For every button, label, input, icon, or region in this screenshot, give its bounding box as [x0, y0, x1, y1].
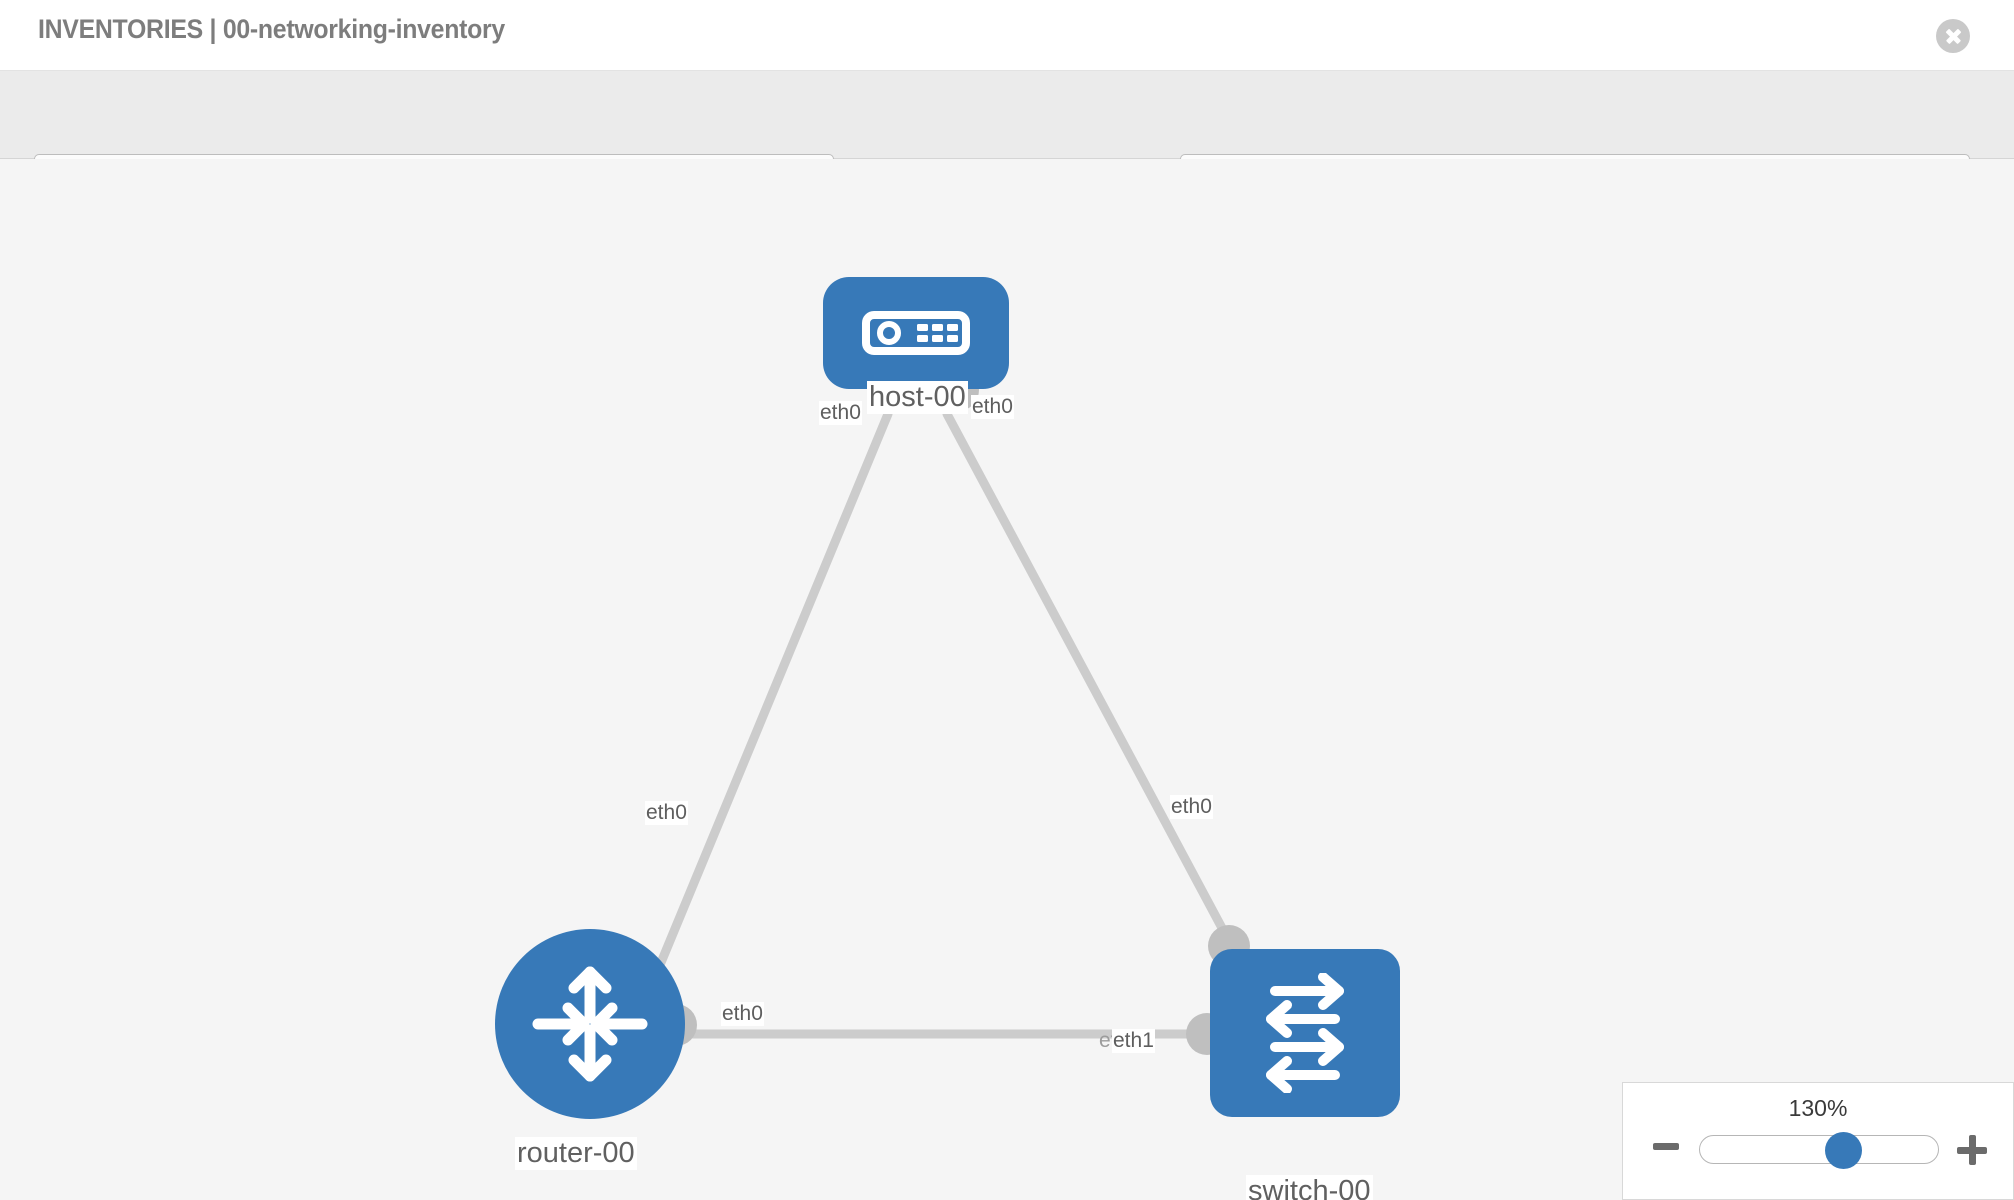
page-title: INVENTORIES | 00-networking-inventory	[38, 14, 505, 44]
node-label-switch-00: switch-00	[1246, 1175, 1373, 1200]
switch-node-shape[interactable]	[1210, 949, 1400, 1117]
iface-label-switch-left: eth1	[1112, 1029, 1155, 1053]
topology-canvas[interactable]: host-00 eth0 eth0	[0, 159, 2014, 1200]
node-label-host-00: host-00	[867, 381, 968, 414]
zoom-slider-thumb[interactable]	[1824, 1132, 1862, 1169]
zoom-slider[interactable]	[1699, 1132, 1939, 1169]
zoom-in-button[interactable]	[1957, 1135, 1987, 1165]
server-icon	[862, 311, 970, 355]
edge-host-switch	[942, 409, 1250, 976]
switch-arrows-icon	[1266, 973, 1344, 1093]
zoom-control-panel: 130%	[1622, 1082, 2014, 1200]
node-switch-00[interactable]: switch-00 eth0 etl eth1	[1099, 795, 1400, 1200]
toolbar: ACTIONS SEARCH	[0, 70, 2014, 211]
node-host-00[interactable]: host-00 eth0 eth0	[819, 277, 1014, 425]
router-arrows-icon	[532, 966, 648, 1082]
node-label-router-00: router-00	[515, 1137, 637, 1170]
iface-label-host-right: eth0	[971, 395, 1014, 419]
zoom-out-button[interactable]	[1653, 1143, 1679, 1150]
router-node-shape[interactable]	[495, 929, 685, 1119]
host-node-shape[interactable]	[823, 277, 1009, 389]
iface-label-router-up: eth0	[645, 801, 688, 825]
close-icon[interactable]	[1936, 19, 1970, 53]
iface-label-host-left: eth0	[819, 401, 862, 425]
zoom-level-value: 130%	[1788, 1095, 1848, 1121]
edge-router-host	[643, 409, 893, 999]
page-header: INVENTORIES | 00-networking-inventory	[0, 0, 2014, 70]
iface-label-switch-up: eth0	[1170, 795, 1213, 819]
node-router-00[interactable]: router-00 eth0 eth0	[495, 801, 764, 1170]
iface-label-router-right: eth0	[721, 1002, 764, 1026]
